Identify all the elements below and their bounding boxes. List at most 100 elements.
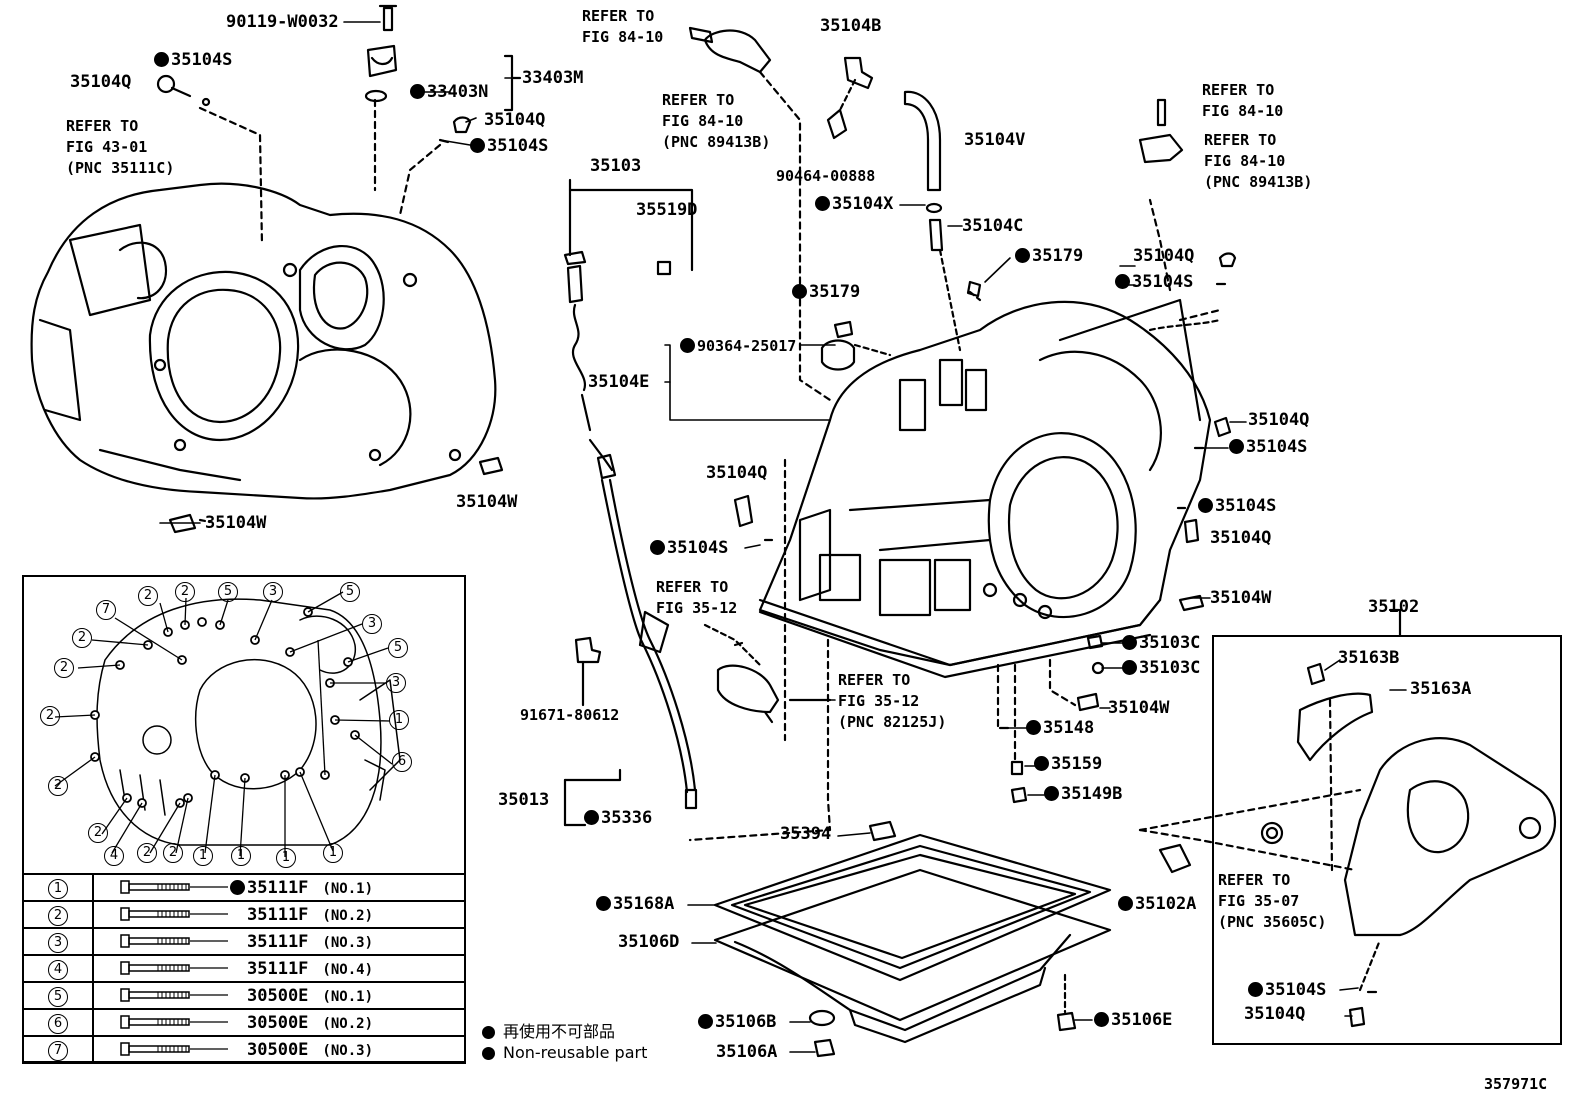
- bolt-desc-cell: 35111F(NO.4): [92, 954, 466, 983]
- part-label: 35104S: [470, 136, 548, 156]
- part-label: 35102A: [1118, 894, 1196, 914]
- inset-callout: 1: [193, 846, 213, 866]
- inset-callout: 2: [40, 706, 60, 726]
- part-label: 35104Q: [1133, 246, 1195, 266]
- bolt-desc-cell: 35111F(NO.2): [92, 900, 466, 929]
- bolt-icon: [120, 1041, 228, 1056]
- part-label: 35104S: [1229, 437, 1307, 457]
- part-label: 35104Q: [706, 463, 768, 483]
- support-bracket-frame: [1212, 635, 1562, 1045]
- inset-callout: 2: [175, 582, 195, 602]
- inset-callout: 3: [386, 673, 406, 693]
- part-label: 35168A: [596, 894, 674, 914]
- part-label: 35104C: [962, 216, 1024, 236]
- inset-callout: 3: [263, 582, 283, 602]
- non-reusable-marker: [1094, 1012, 1109, 1027]
- part-label: 35104W: [205, 513, 267, 533]
- bolt-icon: [120, 933, 228, 948]
- non-reusable-marker: [1198, 498, 1213, 513]
- part-label: 35104V: [964, 130, 1026, 150]
- part-label: 35104S: [154, 50, 232, 70]
- bolt-part-number: 35111F: [247, 958, 309, 979]
- legend-en: Non-reusable part: [482, 1043, 647, 1062]
- part-label: 35104W: [456, 492, 518, 512]
- bolt-number-cell: 2: [22, 900, 94, 929]
- transmission-case-drawing: [758, 198, 1222, 679]
- inset-callout: 3: [362, 614, 382, 634]
- bolt-desc-cell: 35111F(NO.1): [92, 873, 466, 902]
- part-label: 35103: [590, 156, 642, 176]
- part-label: 35104E: [588, 372, 650, 392]
- bolt-number: 6: [48, 1013, 68, 1034]
- inset-callout: 2: [54, 658, 74, 678]
- non-reusable-marker: [792, 284, 807, 299]
- bolt-table-row: 3 35111F(NO.3): [22, 927, 466, 956]
- part-label: 35103C: [1122, 658, 1200, 678]
- bolt-part-number: 35111F: [247, 877, 309, 898]
- bolt-icon: [120, 960, 228, 975]
- non-reusable-marker: [1122, 635, 1137, 650]
- case-bolts-drawing: [733, 416, 1232, 804]
- part-label: 91671-80612: [520, 706, 620, 724]
- inset-callout: 5: [218, 582, 238, 602]
- non-reusable-marker: [470, 138, 485, 153]
- part-label: 35104B: [820, 16, 882, 36]
- non-reusable-marker: [1115, 274, 1130, 289]
- bolt-number: 3: [48, 932, 68, 953]
- part-label: 35163A: [1410, 679, 1472, 699]
- part-label: 35106B: [698, 1012, 776, 1032]
- non-reusable-marker: [230, 879, 245, 895]
- bolt-number: 5: [48, 986, 68, 1007]
- part-label: 35106D: [618, 932, 680, 952]
- bolt-note: (NO.2): [322, 1015, 373, 1032]
- part-label: 35179: [1015, 246, 1083, 266]
- bolt-icon: [120, 987, 228, 1002]
- bolt-number: 4: [48, 959, 68, 980]
- part-label: 35103C: [1122, 633, 1200, 653]
- part-label: 35104W: [1210, 588, 1272, 608]
- bolt-part-number: 30500E: [247, 1039, 309, 1060]
- bolt-part-number: 30500E: [247, 985, 309, 1006]
- part-label: 35106E: [1094, 1010, 1172, 1030]
- part-label: 35179: [792, 282, 860, 302]
- non-reusable-marker: [1118, 896, 1133, 911]
- inset-callout: 6: [392, 752, 412, 772]
- part-label: 33403M: [522, 68, 584, 88]
- part-label: 90464-00888: [776, 167, 876, 185]
- bolt-desc-cell: 35111F(NO.3): [92, 927, 466, 956]
- part-label: 35104S: [1248, 980, 1326, 1000]
- inset-callout: 1: [389, 710, 409, 730]
- bolt-number-cell: 1: [22, 873, 94, 902]
- bolt-number-cell: 6: [22, 1008, 94, 1037]
- bolt-note: (NO.2): [322, 907, 373, 924]
- non-reusable-marker: [410, 84, 425, 99]
- bolt-table-row: 7 30500E (NO.3): [22, 1035, 466, 1064]
- bolt-number-cell: 5: [22, 981, 94, 1010]
- bolt-icon: [120, 1014, 228, 1029]
- non-reusable-marker: [596, 896, 611, 911]
- bolt-number-cell: 4: [22, 954, 94, 983]
- inset-callout: 2: [137, 843, 157, 863]
- bolt-number-cell: 7: [22, 1035, 94, 1064]
- oil-pan-drawing: [713, 820, 1112, 1058]
- bolt-desc-cell: 30500E(NO.1): [92, 981, 466, 1010]
- top-left-small-parts: [156, 4, 522, 247]
- part-label: 35104S: [650, 538, 728, 558]
- inset-callout: 1: [231, 846, 251, 866]
- bolt-note: (NO.3): [322, 1042, 373, 1059]
- inset-callout: 2: [48, 776, 68, 796]
- inset-callout: 5: [340, 582, 360, 602]
- inset-callout: 1: [276, 848, 296, 868]
- sensor-hose-drawing: [688, 26, 1237, 402]
- bolt-note: (NO.3): [322, 934, 373, 951]
- part-label: 35104S: [1198, 496, 1276, 516]
- non-reusable-marker: [1229, 439, 1244, 454]
